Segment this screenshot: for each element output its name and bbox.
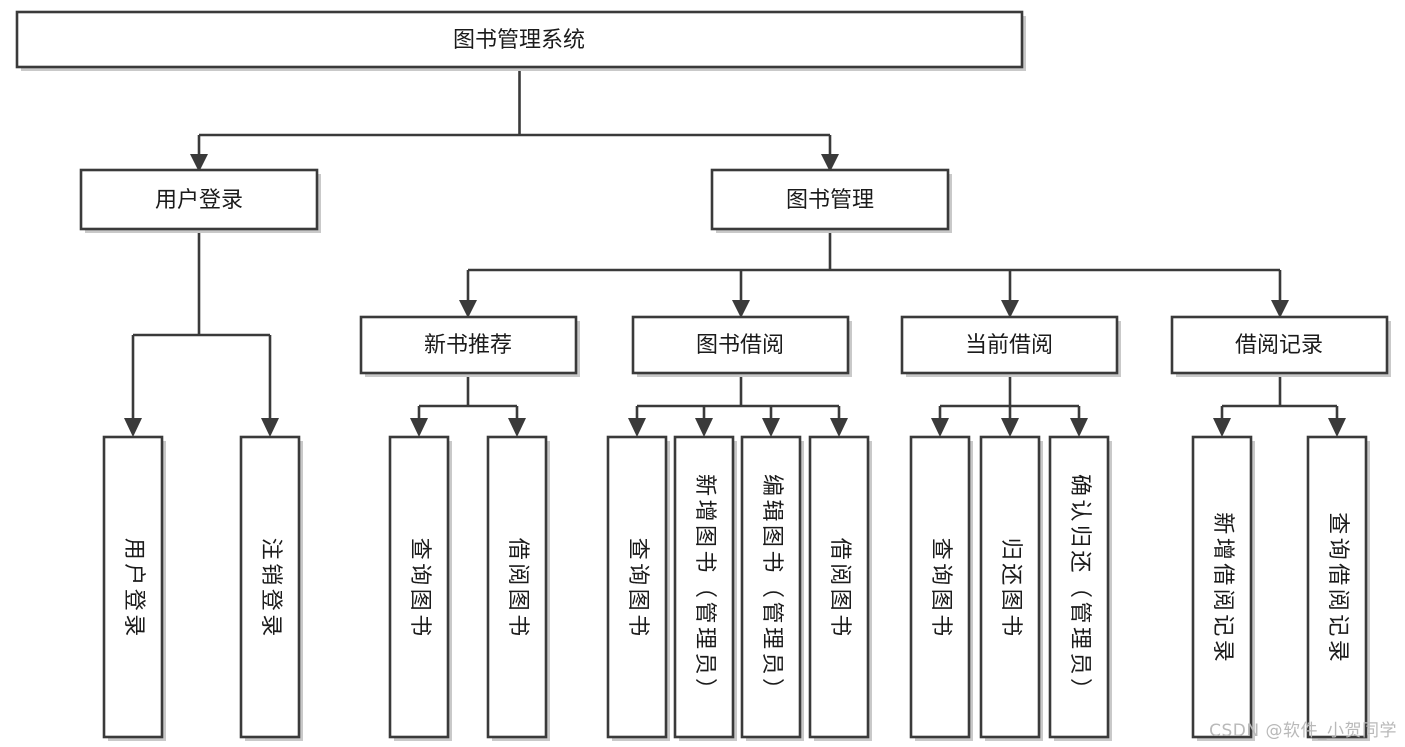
node-current-borrow[interactable]: 当前借阅 xyxy=(900,315,1121,377)
leaf-book-borrow-1[interactable]: 新增图书（管理员） xyxy=(673,435,737,741)
leaf-book-borrow-1-box[interactable] xyxy=(673,435,735,739)
leaf-borrow-record-0-box[interactable] xyxy=(1191,435,1253,739)
leaf-user-login-0-label: 用户登录 xyxy=(121,538,146,637)
arrow-head-leaf-borrow-0 xyxy=(628,418,646,437)
node-current-borrow-label: 当前借阅 xyxy=(965,333,1053,358)
arrow-head-book-mgmt xyxy=(821,154,839,172)
leaf-book-borrow-3-label: 借阅图书 xyxy=(827,538,852,637)
leaf-book-borrow-3[interactable]: 借阅图书 xyxy=(808,435,872,741)
node-borrow-record-box[interactable] xyxy=(1170,315,1389,375)
leaf-user-login-1-box[interactable] xyxy=(239,435,301,739)
leaf-user-login-1-label: 注销登录 xyxy=(258,538,283,637)
leaf-new-book-1[interactable]: 借阅图书 xyxy=(486,435,550,741)
arrow-head-leaf-borrow-3 xyxy=(830,418,848,437)
node-user-login[interactable]: 用户登录 xyxy=(79,168,321,233)
leaf-book-borrow-0-box[interactable] xyxy=(606,435,668,739)
arrow-head-current-borrow xyxy=(1001,300,1019,318)
node-user-login-label: 用户登录 xyxy=(155,188,243,213)
node-new-book-recommend-box[interactable] xyxy=(359,315,578,375)
leaf-new-book-0-box[interactable] xyxy=(388,435,450,739)
leaf-current-borrow-0-label: 查询图书 xyxy=(928,538,953,637)
node-book-borrow-label: 图书借阅 xyxy=(696,333,784,358)
node-current-borrow-box[interactable] xyxy=(900,315,1119,375)
arrow-head-leaf-record-1 xyxy=(1328,418,1346,437)
node-new-book-recommend[interactable]: 新书推荐 xyxy=(359,315,580,377)
leaf-current-borrow-2-box[interactable] xyxy=(1048,435,1110,739)
arrow-head-leaf-user-login-0 xyxy=(124,418,142,437)
leaf-user-login-0[interactable]: 用户登录 xyxy=(102,435,166,741)
leaf-book-borrow-2[interactable]: 编辑图书（管理员） xyxy=(740,435,804,741)
node-book-borrow[interactable]: 图书借阅 xyxy=(631,315,852,377)
node-root-box[interactable] xyxy=(15,10,1024,69)
arrow-head-new-book xyxy=(459,300,477,318)
leaf-current-borrow-1-box[interactable] xyxy=(979,435,1041,739)
leaf-current-borrow-0[interactable]: 查询图书 xyxy=(909,435,973,741)
leaf-book-borrow-3-box[interactable] xyxy=(808,435,870,739)
node-borrow-record-label: 借阅记录 xyxy=(1235,333,1323,358)
arrow-head-book-borrow xyxy=(732,300,750,318)
leaf-borrow-record-0-label: 新增借阅记录 xyxy=(1210,512,1235,662)
node-root-label: 图书管理系统 xyxy=(453,28,585,53)
node-book-management-label: 图书管理 xyxy=(786,188,874,213)
node-new-book-recommend-label: 新书推荐 xyxy=(424,333,512,358)
node-user-login-box[interactable] xyxy=(79,168,319,231)
leaf-current-borrow-1-label: 归还图书 xyxy=(998,538,1023,637)
arrow-head-leaf-current-1 xyxy=(1001,418,1019,437)
leaf-new-book-0-label: 查询图书 xyxy=(407,538,432,637)
leaf-user-login-0-box[interactable] xyxy=(102,435,164,739)
arrow-head-leaf-current-0 xyxy=(931,418,949,437)
leaf-book-borrow-0[interactable]: 查询图书 xyxy=(606,435,670,741)
leaf-user-login-1[interactable]: 注销登录 xyxy=(239,435,303,741)
arrow-head-leaf-record-0 xyxy=(1213,418,1231,437)
leaf-book-borrow-2-box[interactable] xyxy=(740,435,802,739)
node-root[interactable]: 图书管理系统 xyxy=(15,10,1026,71)
leaf-current-borrow-1[interactable]: 归还图书 xyxy=(979,435,1043,741)
leaf-new-book-0[interactable]: 查询图书 xyxy=(388,435,452,741)
arrow-head-leaf-new-0 xyxy=(410,418,428,437)
arrow-head-leaf-new-1 xyxy=(508,418,526,437)
leaf-new-book-1-box[interactable] xyxy=(486,435,548,739)
leaf-current-borrow-0-box[interactable] xyxy=(909,435,971,739)
leaf-book-borrow-0-label: 查询图书 xyxy=(625,538,650,637)
arrow-head-borrow-record xyxy=(1271,300,1289,318)
leaf-borrow-record-0[interactable]: 新增借阅记录 xyxy=(1191,435,1255,741)
connector-layer xyxy=(124,67,1346,437)
csdn-watermark: CSDN @软件_小贺同学 xyxy=(1209,721,1397,741)
leaf-new-book-1-label: 借阅图书 xyxy=(505,538,530,637)
leaf-borrow-record-1-label: 查询借阅记录 xyxy=(1325,512,1350,662)
arrow-head-user-login xyxy=(190,154,208,172)
node-book-management[interactable]: 图书管理 xyxy=(710,168,952,233)
node-borrow-record[interactable]: 借阅记录 xyxy=(1170,315,1391,377)
node-book-borrow-box[interactable] xyxy=(631,315,850,375)
arrow-head-leaf-borrow-2 xyxy=(762,418,780,437)
leaf-borrow-record-1-box[interactable] xyxy=(1306,435,1368,739)
leaf-current-borrow-2[interactable]: 确认归还（管理员） xyxy=(1048,435,1112,741)
node-book-management-box[interactable] xyxy=(710,168,950,231)
leaf-book-borrow-2-label: 编辑图书（管理员） xyxy=(759,474,784,700)
leaf-borrow-record-1[interactable]: 查询借阅记录 xyxy=(1306,435,1370,741)
leaf-book-borrow-1-label: 新增图书（管理员） xyxy=(692,474,717,700)
arrow-head-leaf-user-login-1 xyxy=(261,418,279,437)
leaf-current-borrow-2-label: 确认归还（管理员） xyxy=(1067,474,1092,700)
arrow-head-leaf-current-2 xyxy=(1070,418,1088,437)
arrow-head-leaf-borrow-1 xyxy=(695,418,713,437)
